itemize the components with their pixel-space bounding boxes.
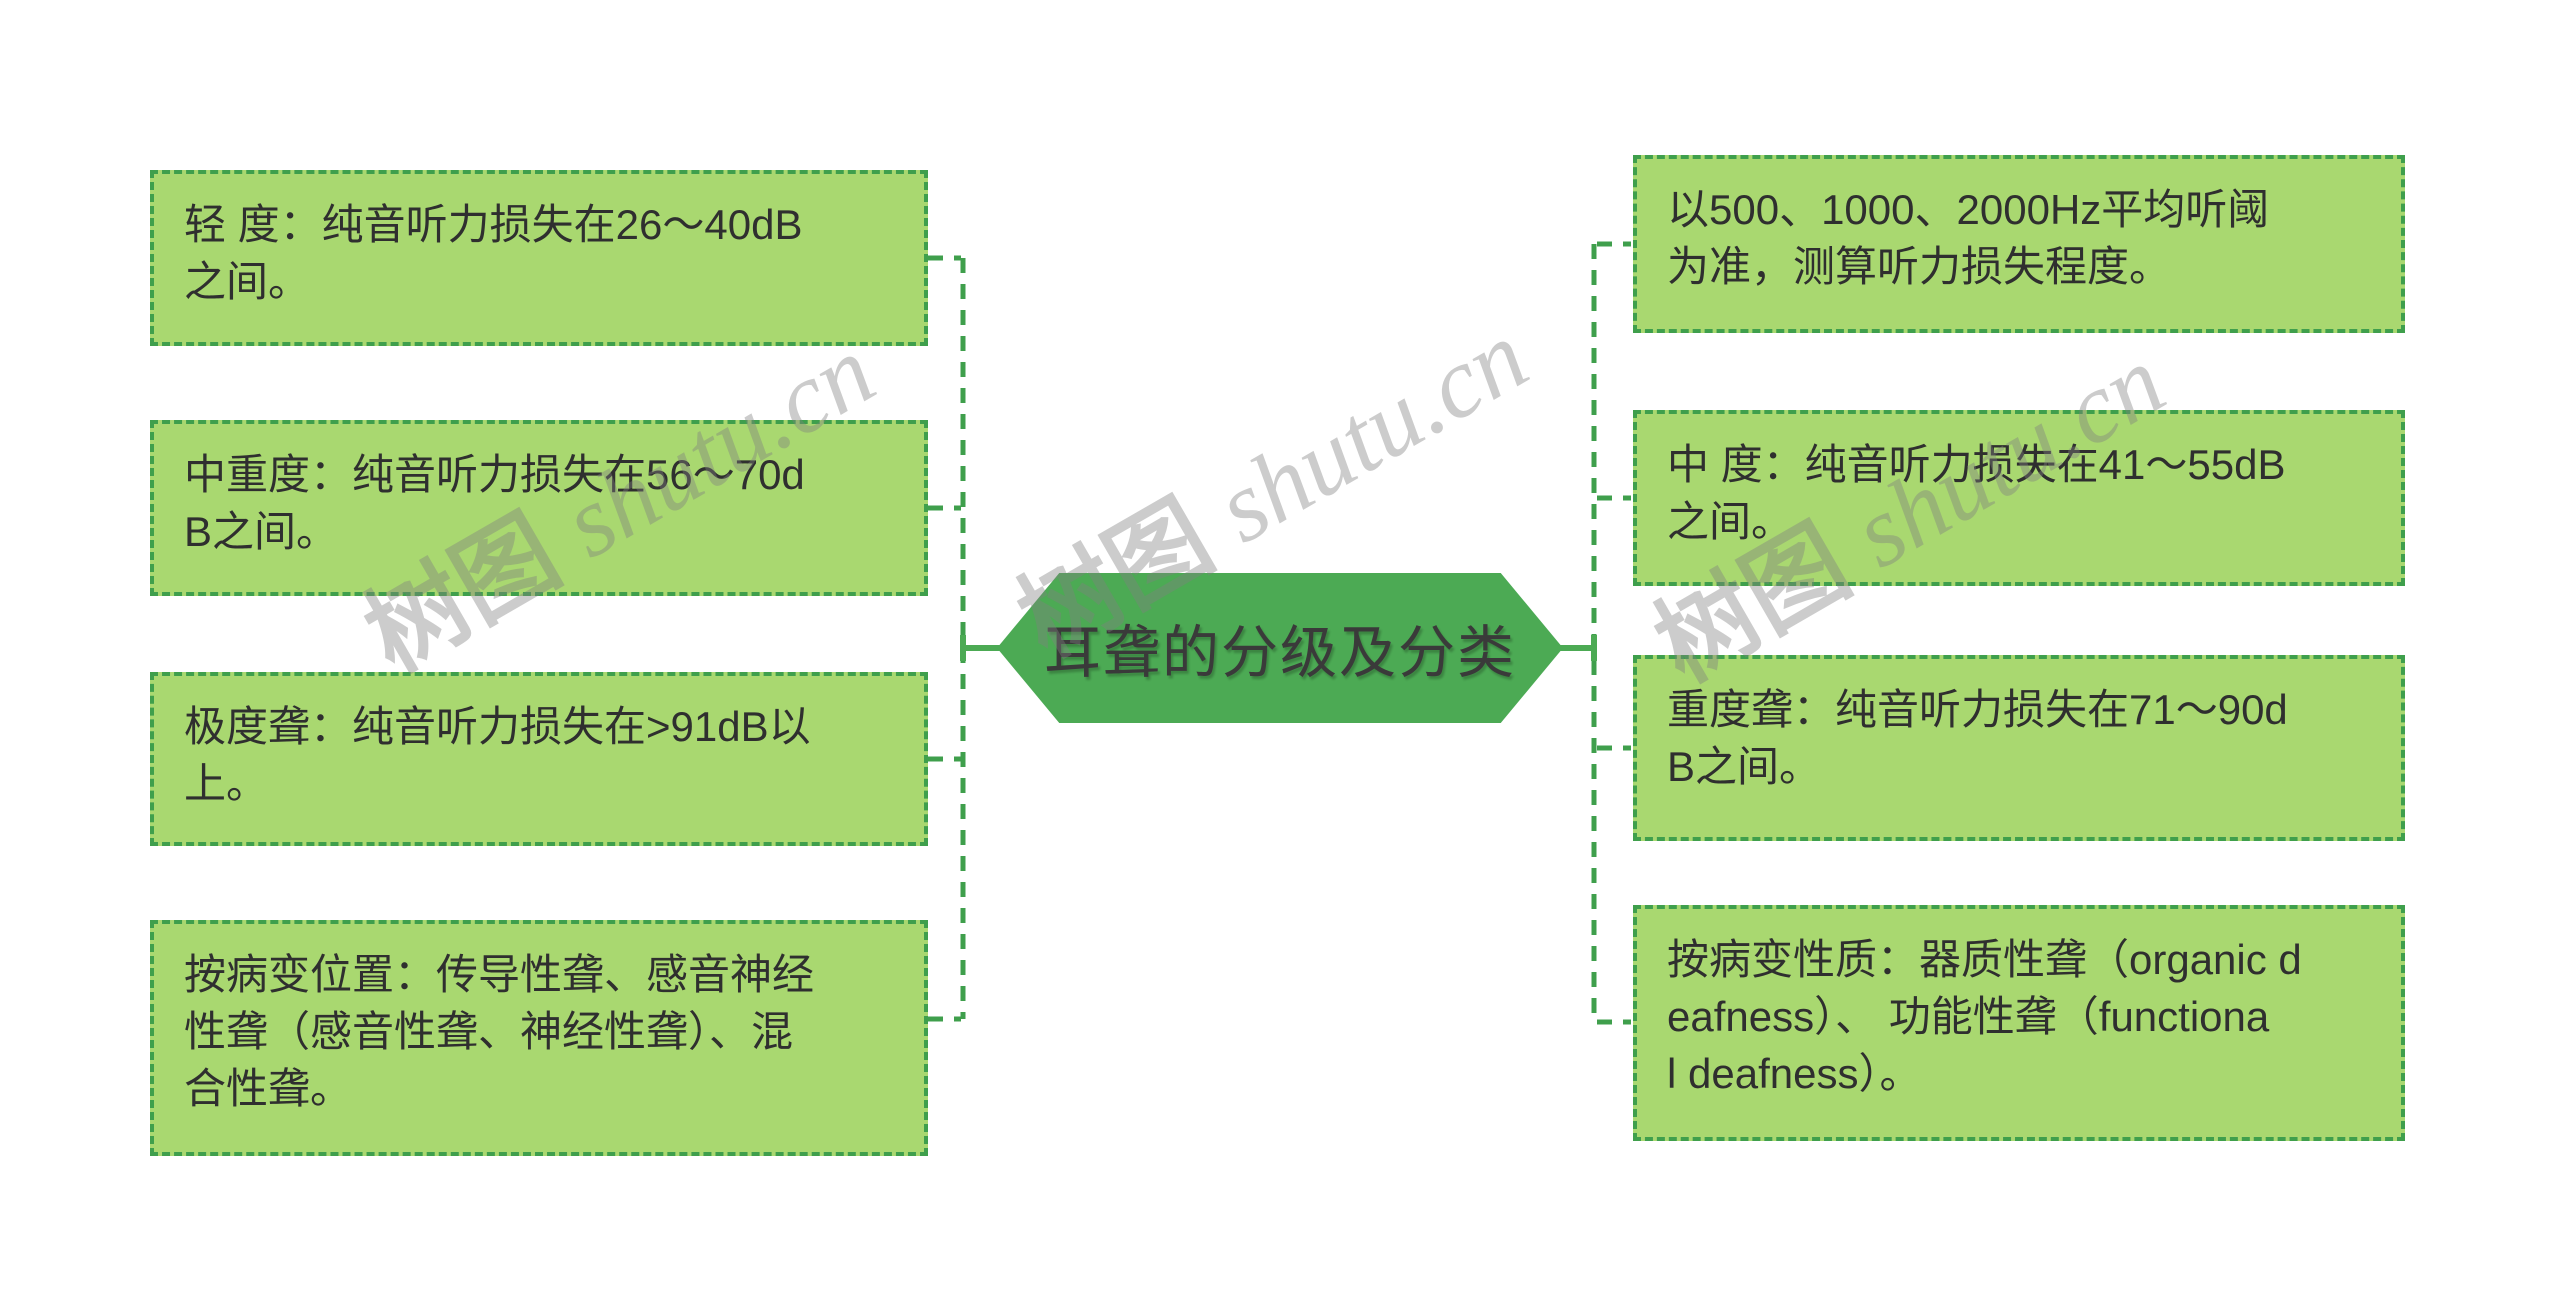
root-node-title: 耳聋的分级及分类 [1044,621,1516,685]
branch-node-averaging-method[interactable]: 以500、1000、2000Hz平均听阈为准，测算听力损失程度。 [1633,155,2405,333]
branch-node-by-lesion-location[interactable]: 按病变位置：传导性聋、感音神经性聋（感音性聋、神经性聋）、混合性聋。 [150,920,928,1156]
root-node[interactable]: 耳聋的分级及分类 [997,573,1563,723]
branch-node-profound-deafness[interactable]: 极度聋：纯音听力损失在>91dB以上。 [150,672,928,846]
